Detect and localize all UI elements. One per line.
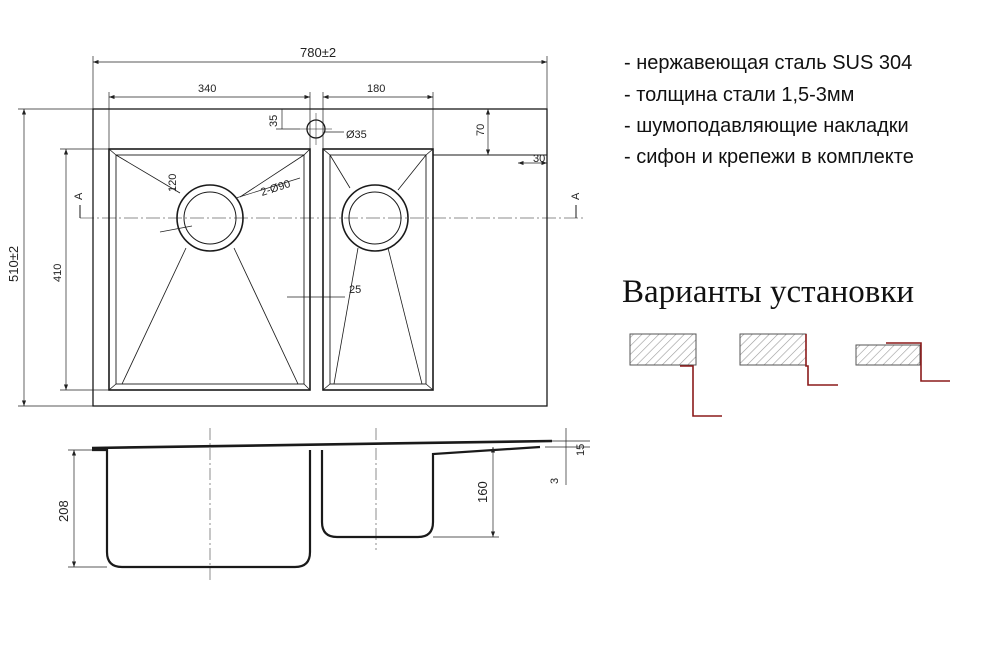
plan-view (79, 108, 585, 407)
dim-tap-hole: Ø35 (346, 129, 367, 141)
dim-overall-width: 780±2 (300, 45, 336, 60)
dim-right-bowl-width: 180 (367, 83, 385, 95)
dim-right-bowl-depth: 160 (475, 481, 490, 503)
dim-deck-offset: 70 (475, 124, 487, 136)
sink-outline (92, 108, 548, 407)
left-bowl-section (92, 448, 312, 569)
dim-overall-depth: 510±2 (6, 246, 21, 282)
section-marker-left: A (73, 192, 85, 200)
right-drain (341, 184, 409, 252)
dimensions (18, 56, 548, 407)
dim-left-bowl-width: 340 (198, 83, 216, 95)
install-options-title: Варианты установки (622, 274, 915, 310)
feature-material: - нержавеющая сталь SUS 304 (624, 52, 913, 74)
dim-edge-offset: 30 (533, 153, 545, 165)
dim-tap-offset: 35 (268, 115, 280, 127)
dim-bowl-depth-plan: 410 (52, 264, 64, 282)
right-bowl-section (320, 445, 541, 539)
dim-partition: 25 (349, 284, 361, 296)
feature-thickness: - толщина стали 1,5-3мм (624, 84, 855, 106)
install-variant-flush (629, 333, 722, 417)
install-variant-undermount (739, 333, 838, 386)
rim-top (91, 439, 553, 450)
feature-accessories: - сифон и крепежи в комплекте (624, 146, 914, 168)
dim-left-bowl-depth: 208 (56, 500, 71, 522)
dim-rim-thickness: 3 (549, 478, 561, 484)
dim-rim-height: 15 (575, 444, 587, 456)
dim-corner-radius: 120 (167, 174, 179, 192)
right-bowl (322, 148, 434, 391)
install-variant-overmount (855, 342, 950, 382)
section-dimensions (68, 428, 590, 568)
section-view (91, 428, 553, 580)
feature-noise-pads: - шумоподавляющие накладки (624, 115, 909, 137)
section-marker-right: A (570, 192, 582, 200)
